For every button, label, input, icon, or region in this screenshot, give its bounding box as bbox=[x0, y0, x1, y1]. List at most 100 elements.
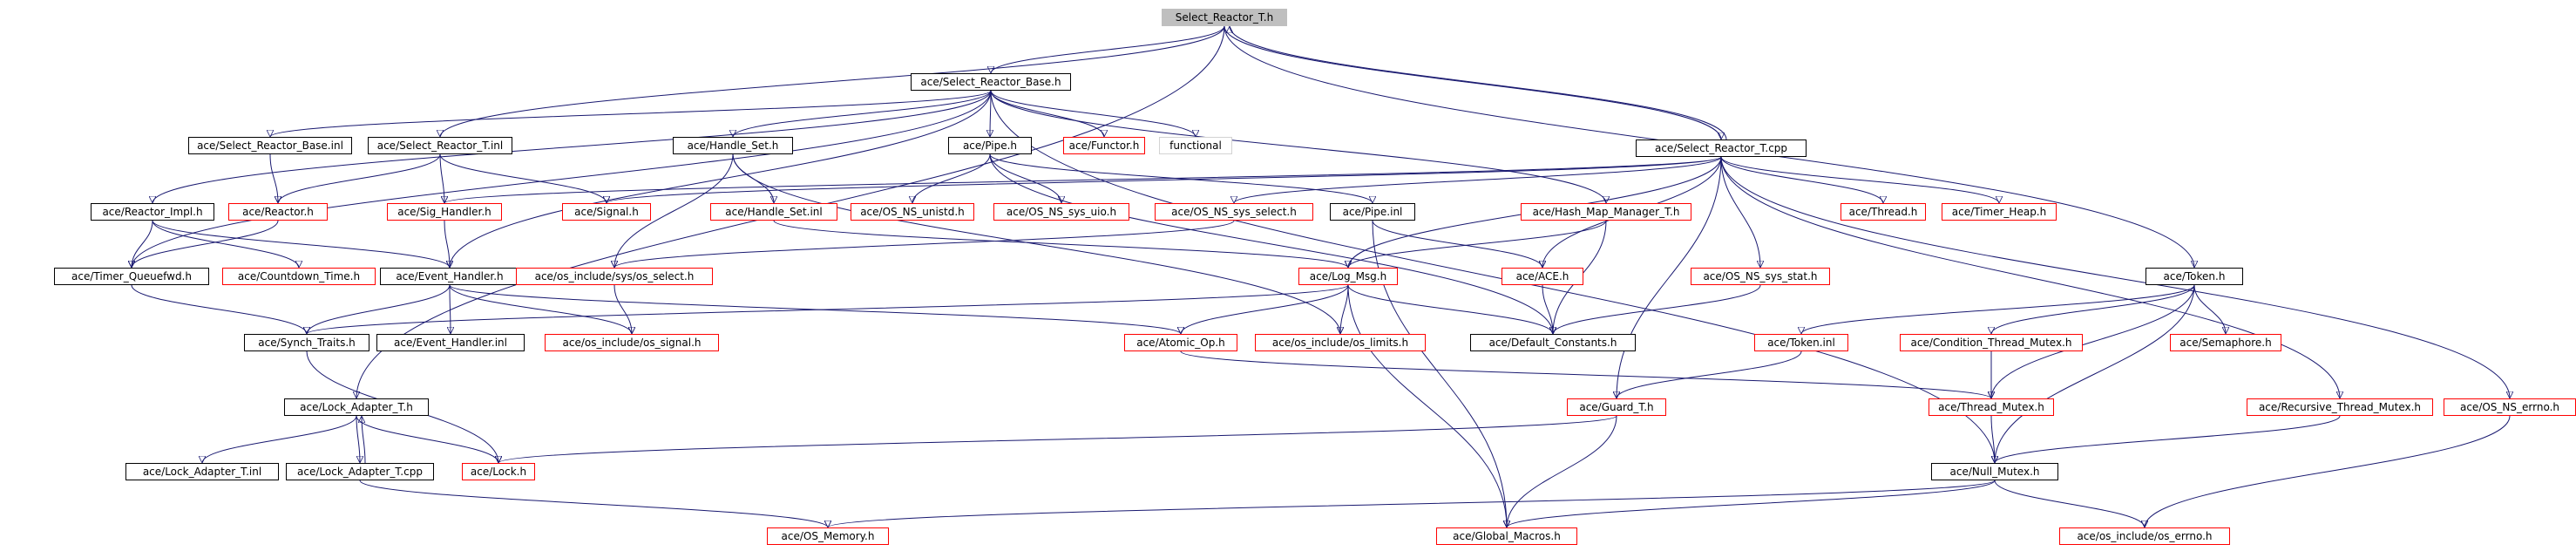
node-pipe-h[interactable]: ace/Pipe.h bbox=[948, 137, 1032, 154]
node-os-include-sys-os-select-h[interactable]: ace/os_include/sys/os_select.h bbox=[516, 268, 713, 285]
node-lock-h[interactable]: ace/Lock.h bbox=[462, 463, 535, 480]
node-select-reactor-base-inl[interactable]: ace/Select_Reactor_Base.inl bbox=[188, 137, 352, 154]
node-token-h[interactable]: ace/Token.h bbox=[2146, 268, 2243, 285]
edge-lock-adapter-t-h-to-lock-h bbox=[356, 415, 498, 464]
edge-select-reactor-t-inl-to-signal-h bbox=[439, 153, 607, 204]
node-ace-h[interactable]: ace/ACE.h bbox=[1502, 268, 1583, 285]
edge-select-reactor-t-h-to-select-reactor-t-inl bbox=[440, 25, 1225, 137]
node-hash-map-manager-t-h[interactable]: ace/Hash_Map_Manager_T.h bbox=[1521, 203, 1691, 221]
node-select-reactor-base-h[interactable]: ace/Select_Reactor_Base.h bbox=[911, 73, 1071, 91]
edge-hash-map-manager-t-h-to-log-msg-h bbox=[1348, 220, 1607, 269]
node-atomic-op-h[interactable]: ace/Atomic_Op.h bbox=[1124, 334, 1237, 351]
edge-reactor-h-to-timer-queuefwd-h bbox=[132, 220, 279, 269]
node-os-include-os-errno-h[interactable]: ace/os_include/os_errno.h bbox=[2059, 527, 2230, 545]
edge-null-mutex-h-to-os-include-os-errno-h bbox=[1994, 480, 2145, 528]
node-synch-traits-h[interactable]: ace/Synch_Traits.h bbox=[244, 334, 369, 351]
edge-reactor-impl-h-to-countdown-time-h bbox=[152, 220, 299, 269]
edge-lock-adapter-t-h-to-lock-adapter-t-cpp bbox=[356, 415, 360, 463]
node-lock-adapter-t-h[interactable]: ace/Lock_Adapter_T.h bbox=[284, 398, 429, 416]
edge-reactor-impl-h-to-timer-queuefwd-h bbox=[132, 220, 153, 268]
node-select-reactor-t-cpp[interactable]: ace/Select_Reactor_T.cpp bbox=[1636, 140, 1807, 157]
node-os-ns-sys-stat-h[interactable]: ace/OS_NS_sys_stat.h bbox=[1691, 268, 1830, 285]
node-countdown-time-h[interactable]: ace/Countdown_Time.h bbox=[222, 268, 376, 285]
edge-recursive-thread-mutex-h-to-null-mutex-h bbox=[1995, 415, 2341, 464]
node-sig-handler-h[interactable]: ace/Sig_Handler.h bbox=[387, 203, 502, 221]
edge-select-reactor-t-cpp-to-sig-handler-h bbox=[444, 156, 1722, 204]
node-event-handler-h[interactable]: ace/Event_Handler.h bbox=[380, 268, 519, 285]
node-handle-set-h[interactable]: ace/Handle_Set.h bbox=[673, 137, 793, 154]
edge-handle-set-inl-to-log-msg-h bbox=[773, 220, 1348, 269]
edge-select-reactor-t-cpp-to-thread-h bbox=[1720, 156, 1883, 204]
node-default-constants-h[interactable]: ace/Default_Constants.h bbox=[1470, 334, 1636, 351]
edge-select-reactor-base-h-to-timer-queuefwd-h bbox=[132, 90, 992, 268]
edge-select-reactor-t-inl-to-reactor-h bbox=[278, 153, 441, 204]
edge-select-reactor-t-h-to-select-reactor-t-cpp bbox=[1224, 25, 1721, 140]
edge-os-include-sys-os-select-h-to-os-include-os-signal-h bbox=[613, 284, 632, 334]
node-semaphore-h[interactable]: ace/Semaphore.h bbox=[2170, 334, 2281, 351]
edge-select-reactor-t-cpp-to-recursive-thread-mutex-h bbox=[1720, 156, 2340, 398]
node-reactor-impl-h[interactable]: ace/Reactor_Impl.h bbox=[91, 203, 214, 221]
edge-pipe-h-to-pipe-inl bbox=[989, 153, 1373, 204]
node-select-reactor-t-inl[interactable]: ace/Select_Reactor_T.inl bbox=[368, 137, 512, 154]
edge-token-h-to-semaphore-h bbox=[2193, 284, 2226, 334]
node-os-ns-unistd-h[interactable]: ace/OS_NS_unistd.h bbox=[851, 203, 974, 221]
node-global-macros-h[interactable]: ace/Global_Macros.h bbox=[1436, 527, 1577, 545]
node-recursive-thread-mutex-h[interactable]: ace/Recursive_Thread_Mutex.h bbox=[2247, 398, 2433, 416]
node-os-ns-sys-uio-h[interactable]: ace/OS_NS_sys_uio.h bbox=[993, 203, 1129, 221]
edge-log-msg-h-to-global-macros-h bbox=[1347, 284, 1507, 527]
edge-os-ns-sys-stat-h-to-default-constants-h bbox=[1553, 284, 1761, 335]
edge-select-reactor-t-cpp-to-os-ns-errno-h bbox=[1720, 156, 2510, 398]
edge-event-handler-h-to-event-handler-inl bbox=[450, 284, 451, 334]
node-timer-heap-h[interactable]: ace/Timer_Heap.h bbox=[1942, 203, 2057, 221]
edge-select-reactor-base-h-to-functor-h bbox=[990, 90, 1104, 138]
edge-select-reactor-t-cpp-to-select-reactor-t-h bbox=[1230, 26, 1727, 140]
node-timer-queuefwd-h[interactable]: ace/Timer_Queuefwd.h bbox=[54, 268, 209, 285]
node-pipe-inl[interactable]: ace/Pipe.inl bbox=[1330, 203, 1415, 221]
node-guard-t-h[interactable]: ace/Guard_T.h bbox=[1567, 398, 1666, 416]
edge-event-handler-h-to-synch-traits-h bbox=[307, 284, 451, 335]
edge-select-reactor-base-h-to-event-handler-h bbox=[450, 90, 992, 268]
node-token-inl[interactable]: ace/Token.inl bbox=[1754, 334, 1848, 351]
edge-select-reactor-base-h-to-hash-map-manager-t-h bbox=[990, 90, 1606, 203]
edge-token-h-to-null-mutex-h bbox=[1995, 284, 2195, 463]
edge-select-reactor-base-h-to-pipe-h bbox=[990, 90, 991, 137]
node-handle-set-inl[interactable]: ace/Handle_Set.inl bbox=[710, 203, 837, 221]
node-functional[interactable]: functional bbox=[1159, 137, 1232, 154]
edge-select-reactor-t-inl-to-sig-handler-h bbox=[439, 153, 444, 203]
edge-select-reactor-t-cpp-to-timer-heap-h bbox=[1720, 156, 1999, 204]
edge-select-reactor-base-inl-to-reactor-h bbox=[269, 153, 278, 203]
node-condition-thread-mutex-h[interactable]: ace/Condition_Thread_Mutex.h bbox=[1900, 334, 2083, 351]
node-select-reactor-t-h[interactable]: Select_Reactor_T.h bbox=[1162, 9, 1287, 26]
node-os-ns-sys-select-h[interactable]: ace/OS_NS_sys_select.h bbox=[1155, 203, 1313, 221]
node-reactor-h[interactable]: ace/Reactor.h bbox=[228, 203, 328, 221]
node-os-include-os-signal-h[interactable]: ace/os_include/os_signal.h bbox=[545, 334, 719, 351]
edge-select-reactor-t-cpp-to-os-ns-sys-stat-h bbox=[1720, 156, 1760, 268]
node-os-ns-errno-h[interactable]: ace/OS_NS_errno.h bbox=[2444, 398, 2576, 416]
edge-lock-adapter-t-cpp-to-os-memory-h bbox=[359, 480, 828, 528]
node-thread-h[interactable]: ace/Thread.h bbox=[1840, 203, 1926, 221]
node-lock-adapter-t-cpp[interactable]: ace/Lock_Adapter_T.cpp bbox=[286, 463, 434, 480]
edge-select-reactor-t-cpp-to-os-ns-sys-select-h bbox=[1234, 156, 1722, 204]
edge-log-msg-h-to-synch-traits-h bbox=[307, 284, 1349, 335]
edge-lock-adapter-t-h-to-lock-adapter-t-inl bbox=[202, 415, 357, 464]
node-lock-adapter-t-inl[interactable]: ace/Lock_Adapter_T.inl bbox=[125, 463, 279, 480]
edge-pipe-h-to-default-constants-h bbox=[989, 153, 1553, 334]
edge-select-reactor-t-h-to-select-reactor-base-h bbox=[991, 25, 1225, 74]
edge-guard-t-h-to-lock-h bbox=[498, 415, 1617, 464]
edge-select-reactor-base-h-to-reactor-impl-h bbox=[153, 90, 992, 203]
node-signal-h[interactable]: ace/Signal.h bbox=[562, 203, 651, 221]
node-functor-h[interactable]: ace/Functor.h bbox=[1063, 137, 1145, 154]
edge-pipe-h-to-os-ns-sys-uio-h bbox=[989, 153, 1061, 204]
node-event-handler-inl[interactable]: ace/Event_Handler.inl bbox=[376, 334, 525, 351]
edge-thread-mutex-h-to-null-mutex-h bbox=[1990, 415, 1995, 463]
node-os-include-os-limits-h[interactable]: ace/os_include/os_limits.h bbox=[1255, 334, 1426, 351]
edge-pipe-h-to-os-ns-unistd-h bbox=[912, 153, 991, 204]
node-null-mutex-h[interactable]: ace/Null_Mutex.h bbox=[1931, 463, 2058, 480]
edge-event-handler-h-to-os-include-os-signal-h bbox=[449, 284, 632, 335]
edge-log-msg-h-to-atomic-op-h bbox=[1181, 284, 1349, 335]
edge-log-msg-h-to-default-constants-h bbox=[1347, 284, 1553, 335]
node-thread-mutex-h[interactable]: ace/Thread_Mutex.h bbox=[1929, 398, 2054, 416]
node-log-msg-h[interactable]: ace/Log_Msg.h bbox=[1298, 268, 1398, 285]
node-os-memory-h[interactable]: ace/OS_Memory.h bbox=[767, 527, 889, 545]
